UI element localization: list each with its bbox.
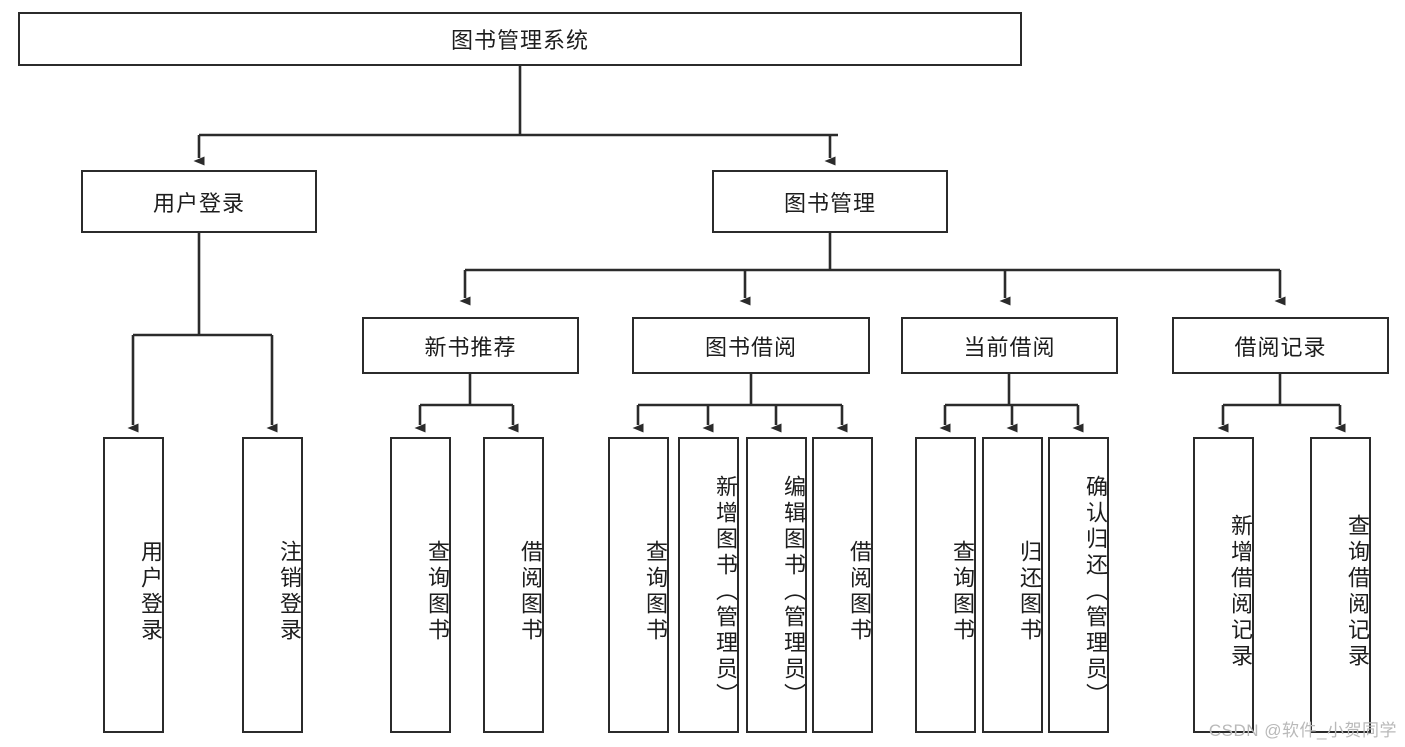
node-leaf-add-borrow-record-label: 新增借阅记录 (1228, 514, 1253, 670)
node-leaf-confirm-return-admin-label: 确认归还（管理员） (1083, 475, 1108, 709)
node-leaf-query-book-rec[interactable]: 查询图书 (390, 437, 451, 733)
node-leaf-query-book-current[interactable]: 查询图书 (915, 437, 976, 733)
node-new-book-rec[interactable]: 新书推荐 (362, 317, 579, 374)
node-current-borrow-label: 当前借阅 (963, 334, 1056, 360)
node-leaf-borrow-book-rec[interactable]: 借阅图书 (483, 437, 544, 733)
node-user-login-label: 用户登录 (152, 190, 245, 216)
node-leaf-return-book[interactable]: 归还图书 (982, 437, 1043, 733)
node-root-label: 图书管理系统 (450, 28, 589, 53)
node-leaf-query-book-rec-label: 查询图书 (425, 540, 450, 644)
watermark-text: CSDN @软件_小贺同学 (1208, 721, 1397, 740)
node-leaf-query-borrow-record[interactable]: 查询借阅记录 (1310, 437, 1371, 733)
node-leaf-add-book-admin[interactable]: 新增图书（管理员） (678, 437, 739, 733)
node-leaf-user-login[interactable]: 用户登录 (103, 437, 164, 733)
node-user-login[interactable]: 用户登录 (81, 170, 317, 233)
node-book-borrow-label: 图书借阅 (704, 334, 797, 360)
node-root[interactable]: 图书管理系统 (18, 12, 1022, 66)
node-leaf-add-borrow-record[interactable]: 新增借阅记录 (1193, 437, 1254, 733)
node-leaf-borrow-book-rec-label: 借阅图书 (518, 540, 543, 644)
node-leaf-confirm-return-admin[interactable]: 确认归还（管理员） (1048, 437, 1109, 733)
node-leaf-query-book-current-label: 查询图书 (950, 540, 975, 644)
node-leaf-add-book-admin-label: 新增图书（管理员） (713, 475, 738, 709)
node-leaf-query-borrow-record-label: 查询借阅记录 (1345, 514, 1370, 670)
node-leaf-query-book-borrow[interactable]: 查询图书 (608, 437, 669, 733)
node-leaf-borrow-book-label: 借阅图书 (847, 540, 872, 644)
node-leaf-edit-book-admin[interactable]: 编辑图书（管理员） (746, 437, 807, 733)
node-leaf-edit-book-admin-label: 编辑图书（管理员） (781, 475, 806, 709)
node-leaf-logout[interactable]: 注销登录 (242, 437, 303, 733)
node-leaf-borrow-book[interactable]: 借阅图书 (812, 437, 873, 733)
node-leaf-user-login-label: 用户登录 (138, 540, 163, 644)
node-leaf-return-book-label: 归还图书 (1017, 540, 1042, 644)
node-new-book-rec-label: 新书推荐 (424, 334, 517, 360)
node-leaf-logout-label: 注销登录 (277, 540, 302, 644)
node-leaf-query-book-borrow-label: 查询图书 (643, 540, 668, 644)
node-current-borrow[interactable]: 当前借阅 (901, 317, 1118, 374)
node-book-manage-label: 图书管理 (783, 190, 876, 216)
node-borrow-record[interactable]: 借阅记录 (1172, 317, 1389, 374)
node-borrow-record-label: 借阅记录 (1234, 334, 1327, 360)
node-book-borrow[interactable]: 图书借阅 (632, 317, 870, 374)
node-book-manage[interactable]: 图书管理 (712, 170, 948, 233)
